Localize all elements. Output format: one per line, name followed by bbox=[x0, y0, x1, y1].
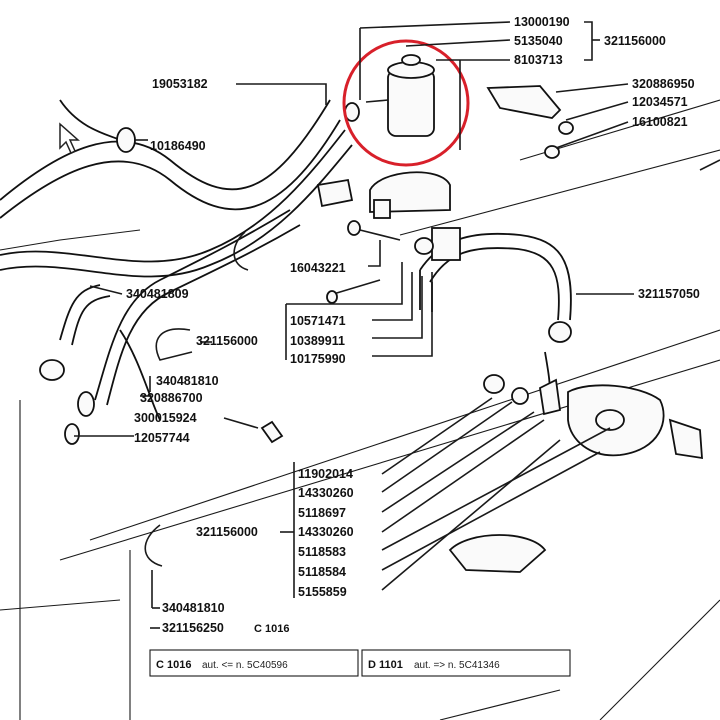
label-8103713[interactable]: 8103713 bbox=[514, 53, 563, 67]
label-10389911[interactable]: 10389911 bbox=[290, 334, 345, 348]
highlight-circle bbox=[342, 39, 470, 167]
label-14330260-b[interactable]: 14330260 bbox=[298, 525, 354, 539]
label-321157050[interactable]: 321157050 bbox=[638, 287, 700, 301]
label-16043221[interactable]: 16043221 bbox=[290, 261, 346, 275]
footer-box1-code: C 1016 bbox=[156, 659, 191, 671]
fuel-filter bbox=[344, 54, 435, 137]
mount-plate bbox=[486, 85, 574, 159]
label-340481809[interactable]: 340481809 bbox=[126, 287, 189, 301]
label-10186490[interactable]: 10186490 bbox=[150, 139, 206, 153]
label-320886950[interactable]: 320886950 bbox=[632, 77, 695, 91]
label-321156000-low[interactable]: 321156000 bbox=[196, 525, 258, 539]
mouse-cursor-icon bbox=[59, 122, 80, 155]
part-labels: 13000190 5135040 321156000 8103713 19053… bbox=[126, 15, 700, 635]
label-14330260-a[interactable]: 14330260 bbox=[298, 486, 354, 500]
label-5155859[interactable]: 5155859 bbox=[298, 585, 347, 599]
label-16100821[interactable]: 16100821 bbox=[632, 115, 688, 129]
label-13000190[interactable]: 13000190 bbox=[514, 15, 570, 29]
label-321156250[interactable]: 321156250 bbox=[162, 621, 224, 635]
small-fittings bbox=[39, 127, 720, 573]
label-c1016: C 1016 bbox=[254, 623, 289, 635]
fuel-hoses bbox=[0, 99, 572, 421]
label-300015924[interactable]: 300015924 bbox=[134, 411, 197, 425]
label-11902014[interactable]: 11902014 bbox=[298, 467, 353, 481]
label-19053182[interactable]: 19053182 bbox=[152, 77, 208, 91]
filter-bracket bbox=[369, 171, 461, 261]
footer-notes: C 1016 aut. <= n. 5C40596 D 1101 aut. =>… bbox=[156, 659, 500, 671]
label-10571471[interactable]: 10571471 bbox=[290, 314, 346, 328]
label-320886700[interactable]: 320886700 bbox=[140, 391, 203, 405]
footer-box2-code: D 1101 bbox=[368, 659, 403, 671]
label-340481810-a[interactable]: 340481810 bbox=[156, 374, 219, 388]
footer-box2-text: aut. => n. 5C41346 bbox=[414, 660, 500, 671]
footer-boxes bbox=[149, 649, 571, 677]
label-5135040[interactable]: 5135040 bbox=[514, 34, 563, 48]
label-5118697[interactable]: 5118697 bbox=[298, 506, 346, 520]
label-10175990[interactable]: 10175990 bbox=[290, 352, 346, 366]
label-321156000-mid[interactable]: 321156000 bbox=[196, 334, 258, 348]
label-12057744[interactable]: 12057744 bbox=[134, 431, 190, 445]
label-321156000-top[interactable]: 321156000 bbox=[604, 34, 666, 48]
label-5118583[interactable]: 5118583 bbox=[298, 545, 346, 559]
label-5118584[interactable]: 5118584 bbox=[298, 565, 346, 579]
leader-lines bbox=[74, 21, 634, 629]
footer-box1-text: aut. <= n. 5C40596 bbox=[202, 660, 288, 671]
label-12034571[interactable]: 12034571 bbox=[632, 95, 688, 109]
label-340481810-b[interactable]: 340481810 bbox=[162, 601, 225, 615]
